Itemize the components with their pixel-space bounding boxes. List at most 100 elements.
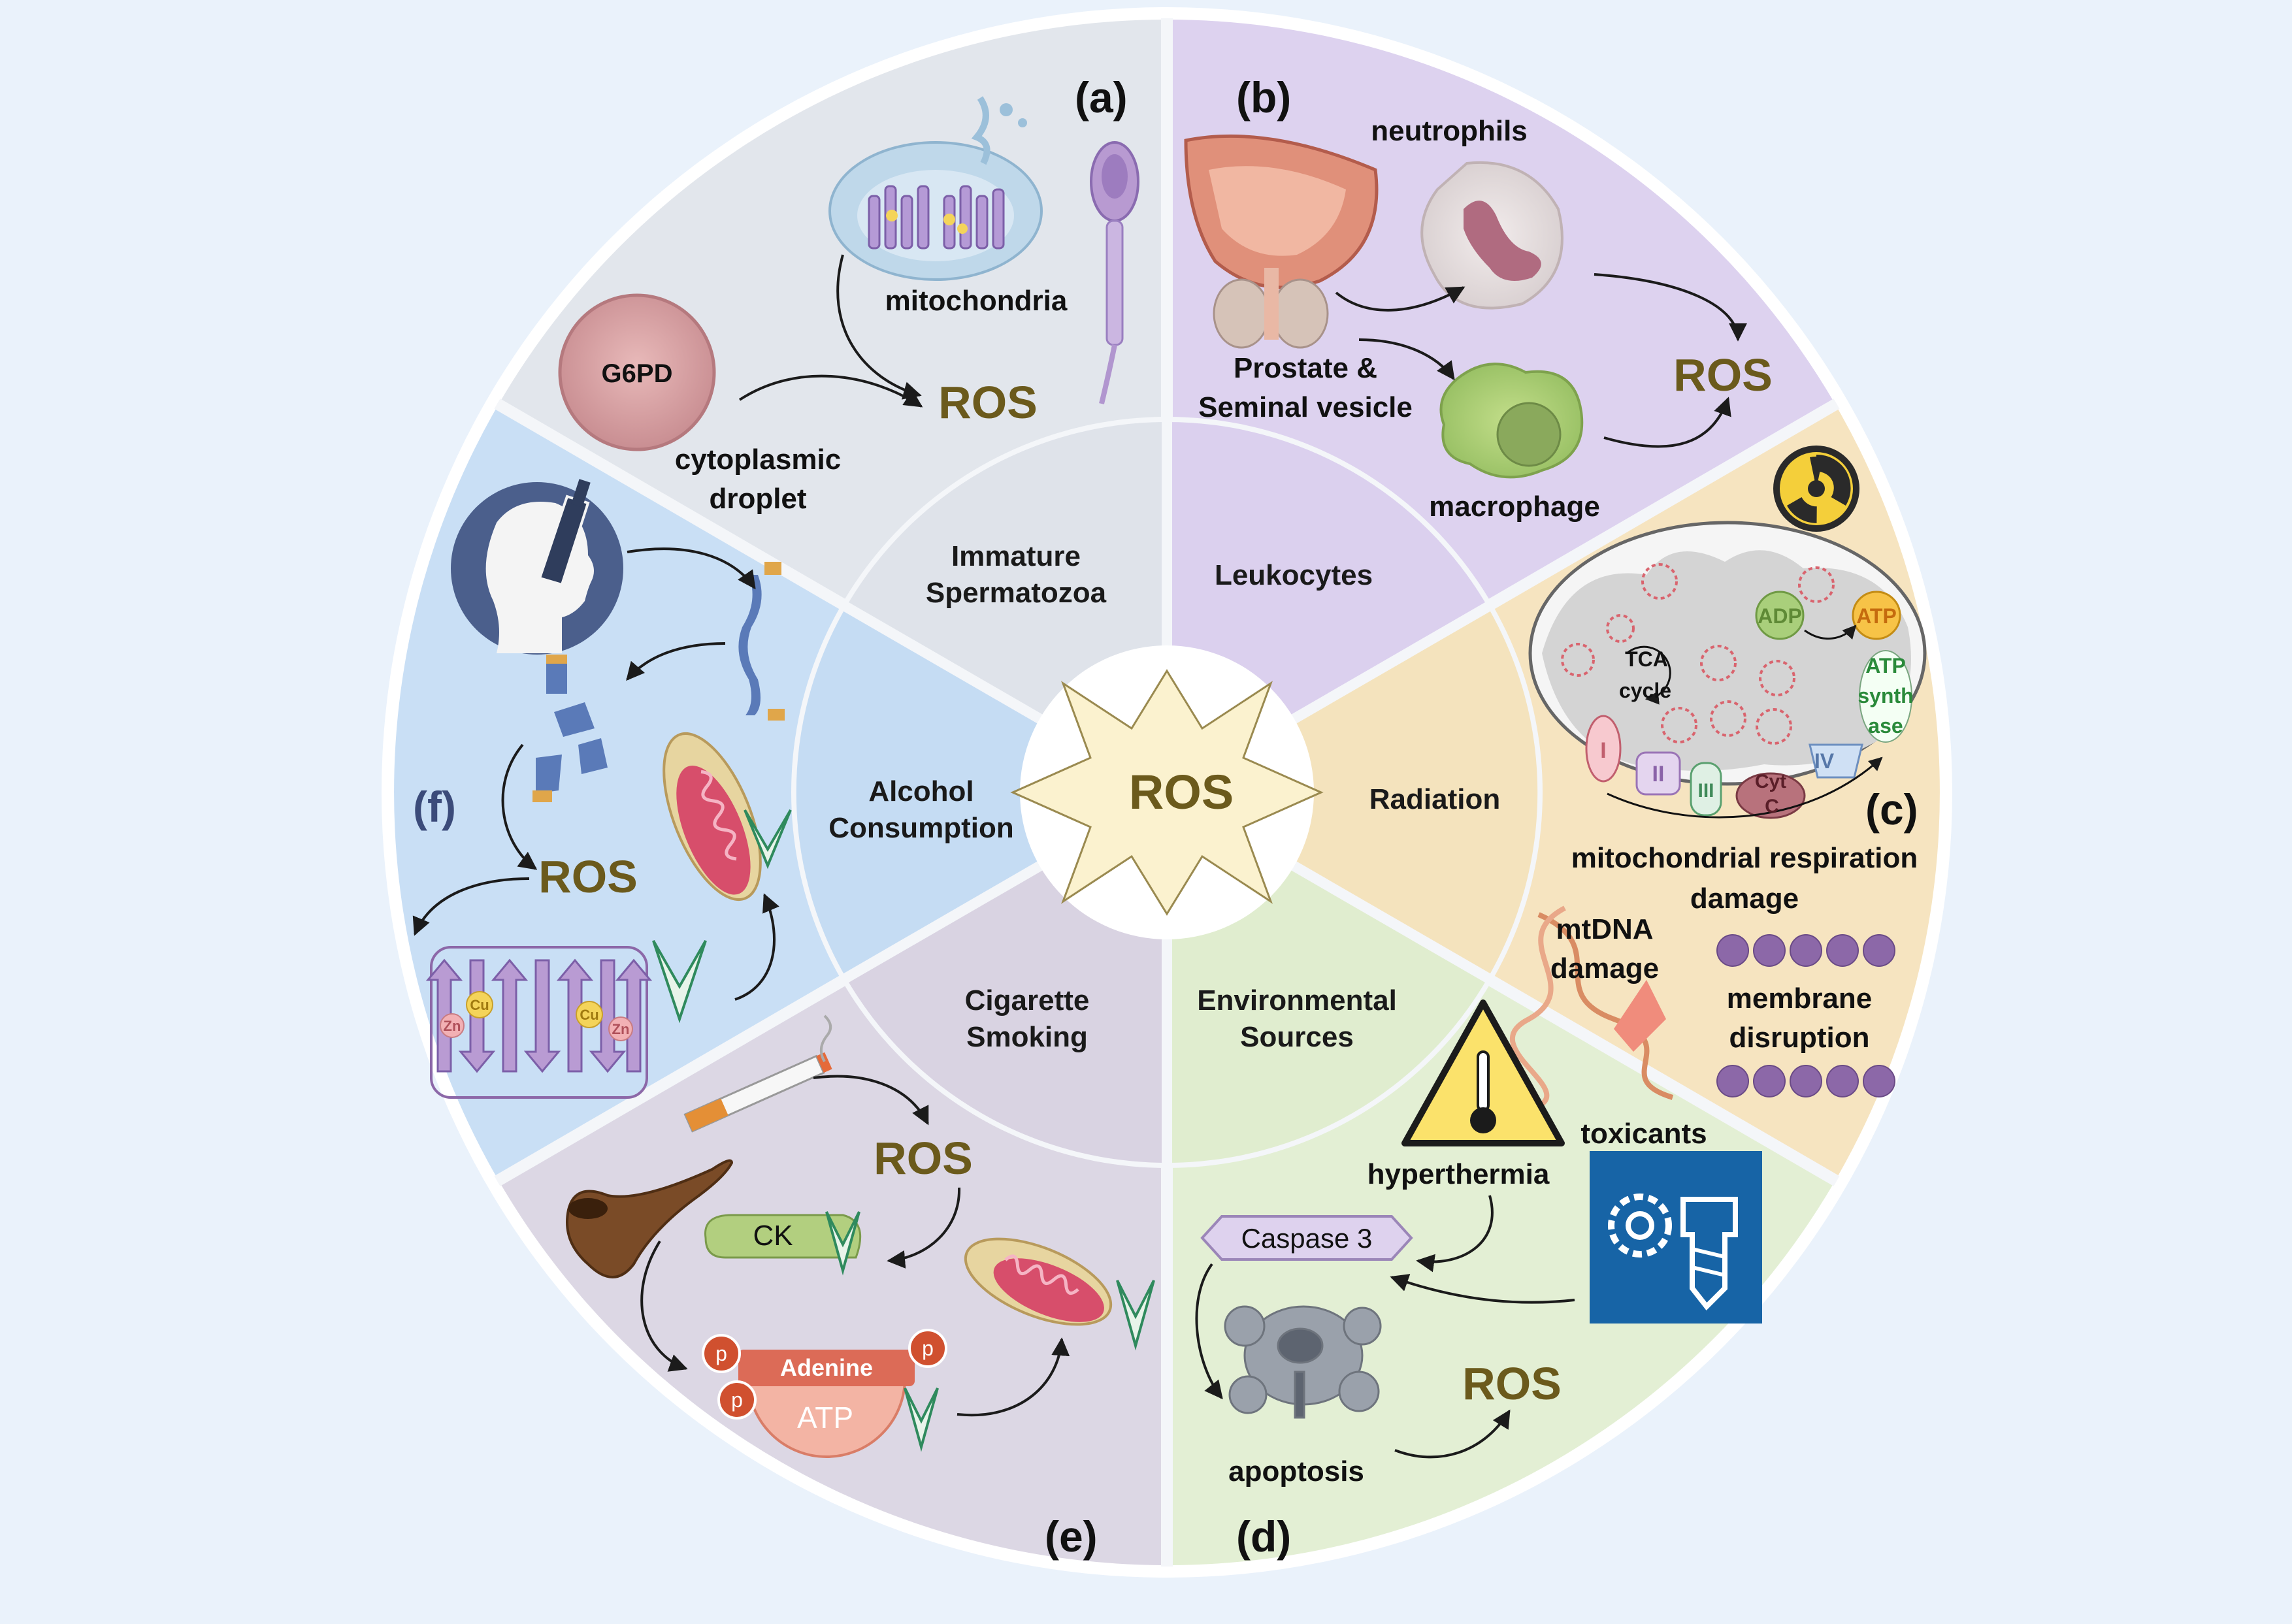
macrophage-icon (1439, 363, 1584, 479)
panel-b-ros: ROS (1673, 349, 1773, 400)
arrow-head-to-dna (627, 547, 756, 590)
droplet-label-line2: droplet (709, 483, 806, 515)
smoke-icon (819, 1015, 832, 1063)
panel-d: hyperthermia toxicants Caspase 3 apoptos… (1195, 999, 1762, 1561)
panel-a: (a) (558, 73, 1139, 515)
atp-molecule-icon (702, 1329, 947, 1458)
mitochondrion-icon (828, 96, 1043, 281)
dna-helix-icon (1509, 905, 1674, 1107)
cu-label-1: Cu (470, 997, 489, 1013)
g6pd-label: G6PD (602, 359, 673, 388)
arrow-prostate-to-macrophage (1358, 338, 1455, 381)
cytc-label-line2: C (1765, 796, 1779, 817)
complex-i-label: I (1600, 738, 1606, 763)
mitochondria-label: mitochondria (885, 285, 1068, 317)
apoptosis-label: apoptosis (1228, 1455, 1364, 1487)
panel-d-ros: ROS (1462, 1358, 1562, 1409)
panel-f-letter: (f) (413, 783, 456, 831)
arrow-apoptosis-to-ros (1394, 1409, 1511, 1459)
arrow-caspase-to-apoptosis (1195, 1263, 1223, 1400)
arrow-g6pd-to-ros (738, 374, 923, 408)
membrane-icon (1716, 934, 1895, 1097)
arrow-protein-to-mitochondrion (734, 893, 779, 1001)
panel-f: (f) ROS Cu Cu Zn Zn (412, 479, 792, 1099)
g6pd-droplet-icon (558, 293, 716, 451)
arrow-cigarette-to-ros (813, 1075, 929, 1126)
panel-c: TCA cycle ADP ATP ATP synth ase I II III… (1509, 446, 1927, 1107)
cu-label-2: Cu (580, 1007, 598, 1023)
thermometer-warning-icon (1401, 999, 1565, 1146)
zn-label-2: Zn (612, 1021, 630, 1037)
atp-synthase-line3: ase (1868, 714, 1903, 738)
center-star (1010, 669, 1324, 916)
arrow-pipe-to-atp (640, 1240, 688, 1372)
dna-fragments-icon (532, 562, 785, 802)
adp-label: ADP (1758, 604, 1802, 628)
prostate-label-line2: Seminal vesicle (1198, 391, 1413, 423)
mitochondrion-e-icon (964, 1237, 1113, 1326)
droplet-label-line1: cytoplasmic (675, 444, 841, 476)
tca-label-line2: cycle (1619, 679, 1671, 702)
complex-iii-label: III (1697, 780, 1714, 802)
complex-ii-label: II (1652, 762, 1665, 787)
atp-synthase-line2: synth (1858, 684, 1913, 707)
panel-b-letter: (b) (1236, 73, 1291, 122)
zn-label-1: Zn (444, 1018, 461, 1034)
category-e-line1: Cigarette (965, 984, 1090, 1016)
cigarette-icon (683, 1052, 832, 1133)
arrow-mito-to-ros (836, 254, 922, 400)
toxicants-label: toxicants (1580, 1118, 1707, 1150)
tca-label-line1: TCA (1625, 647, 1668, 671)
phosphate-1-label: p (715, 1342, 727, 1365)
resp-damage-line2: damage (1690, 883, 1799, 915)
category-a-line2: Spermatozoa (926, 577, 1107, 609)
category-d-line2: Sources (1240, 1021, 1354, 1053)
sod-protein-icon (425, 946, 653, 1099)
adenine-label: Adenine (780, 1354, 873, 1381)
arrow-ros-to-ck (887, 1187, 961, 1269)
neutrophils-label: neutrophils (1371, 115, 1528, 147)
mtdna-label-line2: damage (1550, 952, 1659, 984)
panel-e: ROS CK Adenine ATP p p p (e) (566, 1015, 1155, 1561)
panel-e-ros: ROS (874, 1133, 973, 1184)
arrow-neutrophil-to-ros (1594, 273, 1747, 342)
inner-sector-c (1167, 607, 1538, 978)
arrow-ros-to-protein (412, 877, 530, 936)
caspase-3-badge (1200, 1215, 1413, 1261)
category-c-line1: Radiation (1369, 783, 1500, 815)
mtdna-label-line1: mtDNA (1556, 913, 1653, 945)
mitochondrion-section (1528, 521, 1927, 819)
center-ros-label: ROS (1129, 765, 1234, 819)
cytc-label-line1: Cyt (1755, 771, 1786, 792)
phosphate-3-label: p (922, 1337, 934, 1360)
category-d-line1: Environmental (1197, 984, 1397, 1016)
pipe-icon (566, 1159, 734, 1278)
down-arrow-f-icons (652, 809, 792, 1024)
radiation-icon (1773, 446, 1859, 532)
category-a-line1: Immature (951, 540, 1081, 572)
panel-a-letter: (a) (1075, 73, 1128, 122)
category-f-line1: Alcohol (868, 775, 974, 807)
panel-b: (b) neutrophils Prostate & Seminal vesic… (1184, 73, 1773, 523)
category-b-line1: Leukocytes (1215, 559, 1373, 591)
macrophage-label: macrophage (1429, 491, 1600, 523)
hyperthermia-label: hyperthermia (1367, 1158, 1550, 1190)
prostate-icon (1184, 134, 1379, 349)
arrow-atp-to-mitochondrion (957, 1337, 1070, 1417)
complex-iv-label: IV (1814, 749, 1835, 773)
mitochondrion-f-icon (663, 732, 762, 901)
ck-badge (704, 1214, 862, 1259)
apoptosis-cell-icon (1224, 1305, 1382, 1419)
toxicants-icon (1590, 1151, 1762, 1324)
inner-sectors (796, 421, 1538, 1163)
arrow-prostate-to-neutrophil (1335, 286, 1465, 312)
arrow-hyperthermia-to-caspase (1416, 1195, 1494, 1273)
category-f-line2: Consumption (828, 812, 1014, 844)
arrow-dna-to-fragments (626, 642, 726, 681)
membrane-label-line2: disruption (1729, 1022, 1869, 1054)
panel-c-letter: (c) (1865, 785, 1918, 834)
atp-mol-label: ATP (797, 1401, 853, 1435)
neutrophil-icon (1420, 161, 1563, 310)
